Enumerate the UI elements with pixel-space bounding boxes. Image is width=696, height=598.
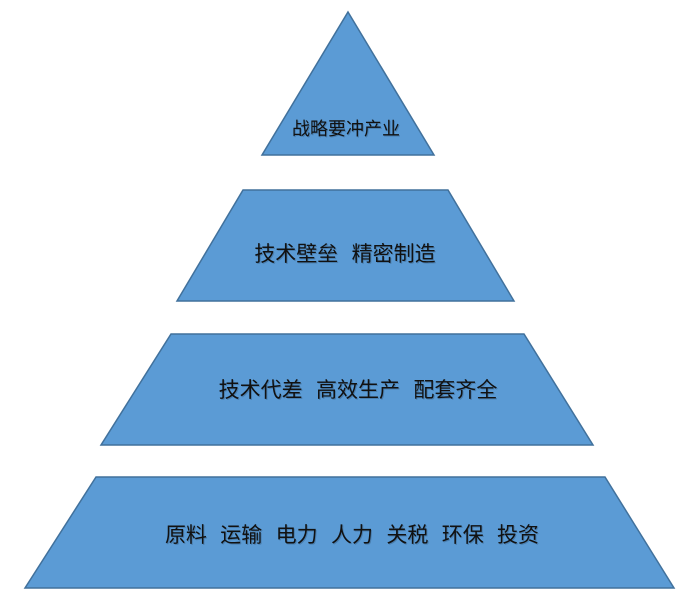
pyramid-level-3: 技术代差 高效生产 配套齐全 技术代差 高效生产 配套齐全 — [99, 333, 595, 446]
pyramid-level-2-label: 技术壁垒 精密制造 — [254, 242, 435, 266]
pyramid-level-1-shape — [260, 10, 436, 156]
pyramid-level-3-shape — [99, 333, 595, 446]
pyramid-level-1-label: 战略要冲产业 — [292, 119, 400, 140]
pyramid-level-1: 战略要冲产业 战略要冲产业 — [260, 10, 436, 156]
pyramid-level-4-label-shadow: 原料 运输 电力 人力 关税 环保 投资 — [166, 524, 540, 548]
pyramid-level-3-label: 技术代差 高效生产 配套齐全 — [219, 378, 498, 402]
pyramid-level-4-shape — [23, 476, 676, 589]
pyramid-level-4-label: 原料 运输 电力 人力 关税 环保 投资 — [165, 523, 539, 547]
pyramid-level-1-label-shadow: 战略要冲产业 — [293, 120, 401, 141]
pyramid-level-2: 技术壁垒 精密制造 技术壁垒 精密制造 — [175, 189, 516, 302]
pyramid-level-3-label-shadow: 技术代差 高效生产 配套齐全 — [220, 379, 499, 403]
pyramid-level-4: 原料 运输 电力 人力 关税 环保 投资 原料 运输 电力 人力 关税 环保 投… — [23, 476, 676, 589]
pyramid-level-2-shape — [175, 189, 516, 302]
pyramid-level-2-label-shadow: 技术壁垒 精密制造 — [255, 243, 436, 267]
